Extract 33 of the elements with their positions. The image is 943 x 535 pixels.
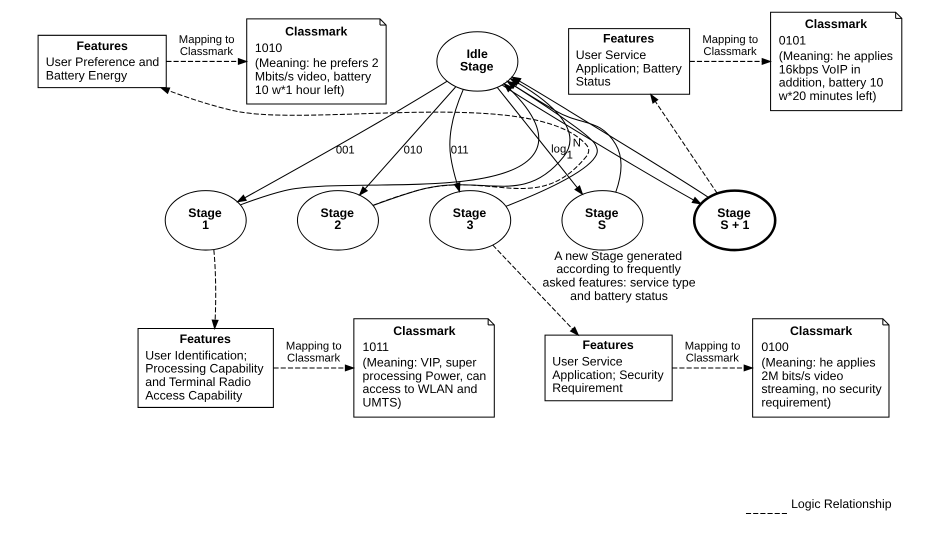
edge-label: Mapping to Classmark bbox=[178, 34, 234, 58]
arrow bbox=[273, 364, 355, 372]
arrow bbox=[358, 86, 456, 196]
edge-label: 010 bbox=[403, 144, 422, 156]
edge-label: 001 bbox=[335, 144, 354, 156]
node-ellipse: Stage S bbox=[560, 190, 643, 251]
arrow bbox=[649, 93, 718, 194]
arrow bbox=[492, 244, 579, 336]
node-label: A new Stage generated according to frequently asked features: service type and battery status bbox=[542, 248, 696, 303]
arrow bbox=[505, 80, 598, 207]
node-ellipse: Stage S + 1 bbox=[692, 189, 776, 252]
edge-label: 011 bbox=[450, 144, 468, 156]
arrow bbox=[672, 364, 754, 372]
edge-label: Mapping to Classmark bbox=[684, 340, 740, 365]
arrow bbox=[211, 250, 218, 330]
node-ellipse: Stage 3 bbox=[428, 190, 511, 251]
edge-label: Mapping to Classmark bbox=[285, 340, 342, 365]
node-ellipse: Stage 2 bbox=[296, 190, 378, 251]
arrow bbox=[166, 58, 248, 66]
arrow bbox=[496, 87, 583, 196]
arrow bbox=[159, 87, 589, 206]
node-box: Features User Service Application; Security Requirement bbox=[544, 334, 672, 402]
arrow bbox=[240, 82, 539, 206]
node-box: Features User Service Application; Battery Status bbox=[568, 28, 690, 95]
arrow bbox=[501, 84, 702, 205]
arrow bbox=[236, 80, 447, 203]
edge-label: Mapping to Classmark bbox=[702, 34, 758, 58]
arrow bbox=[506, 80, 621, 192]
legend-label: Logic Relationship bbox=[790, 497, 892, 512]
arrow bbox=[689, 58, 772, 66]
node-box: Features User Identification; Processing Capability and Terminal Radio Access Capability bbox=[137, 328, 274, 408]
arrow bbox=[510, 76, 708, 198]
node-box: Features User Preference and Battery Energy bbox=[37, 34, 166, 88]
